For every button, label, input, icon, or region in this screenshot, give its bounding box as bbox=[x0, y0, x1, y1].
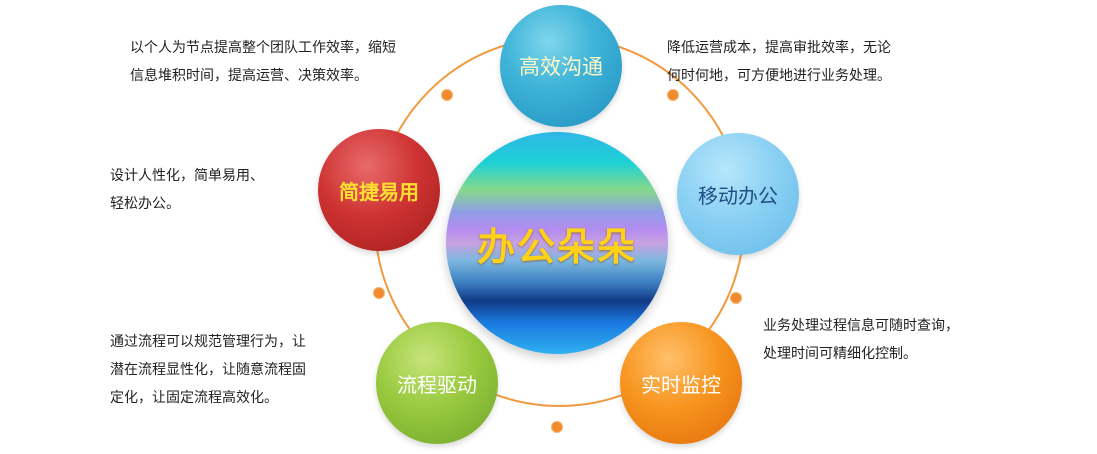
orbit-dot bbox=[551, 421, 563, 433]
description-line: 以个人为节点提高整个团队工作效率，缩短 bbox=[130, 40, 396, 56]
description-middle-left: 设计人性化，简单易用、 轻松办公。 bbox=[110, 162, 264, 218]
description-line: 业务处理过程信息可随时查询， bbox=[763, 318, 959, 334]
description-line: 信息堆积时间，提高运营、决策效率。 bbox=[130, 68, 368, 84]
description-line: 通过流程可以规范管理行为，让 bbox=[110, 334, 306, 350]
orbit-dot bbox=[730, 292, 742, 304]
description-line: 何时何地，可方便地进行业务处理。 bbox=[667, 68, 891, 84]
node-process-driven: 流程驱动 bbox=[376, 322, 498, 444]
node-label: 高效沟通 bbox=[519, 55, 603, 79]
description-line: 潜在流程显性化，让随意流程固 bbox=[110, 362, 306, 378]
orbit-dot bbox=[667, 89, 679, 101]
description-bottom-left: 通过流程可以规范管理行为，让 潜在流程显性化，让随意流程固 定化，让固定流程高效… bbox=[110, 328, 306, 412]
description-line: 定化，让固定流程高效化。 bbox=[110, 390, 278, 406]
description-line: 轻松办公。 bbox=[110, 196, 180, 212]
node-label: 简捷易用 bbox=[339, 179, 419, 204]
description-line: 设计人性化，简单易用、 bbox=[110, 168, 264, 184]
orbit-dot bbox=[373, 287, 385, 299]
center-circle: 办公朵朵 bbox=[446, 132, 668, 354]
node-simple-easy: 简捷易用 bbox=[318, 129, 440, 251]
description-top-left: 以个人为节点提高整个团队工作效率，缩短 信息堆积时间，提高运营、决策效率。 bbox=[130, 34, 396, 90]
node-label: 实时监控 bbox=[641, 372, 721, 397]
orbit-dot bbox=[441, 89, 453, 101]
node-label: 移动办公 bbox=[698, 183, 778, 208]
description-bottom-right: 业务处理过程信息可随时查询， 处理时间可精细化控制。 bbox=[763, 312, 959, 368]
description-line: 处理时间可精细化控制。 bbox=[763, 346, 917, 362]
node-efficient-communication: 高效沟通 bbox=[500, 5, 622, 127]
center-label: 办公朵朵 bbox=[476, 224, 637, 269]
node-realtime-monitoring: 实时监控 bbox=[620, 322, 742, 444]
node-label: 流程驱动 bbox=[397, 372, 477, 397]
description-line: 降低运营成本，提高审批效率，无论 bbox=[667, 40, 891, 56]
node-mobile-office: 移动办公 bbox=[677, 133, 799, 255]
description-top-right: 降低运营成本，提高审批效率，无论 何时何地，可方便地进行业务处理。 bbox=[667, 34, 891, 90]
